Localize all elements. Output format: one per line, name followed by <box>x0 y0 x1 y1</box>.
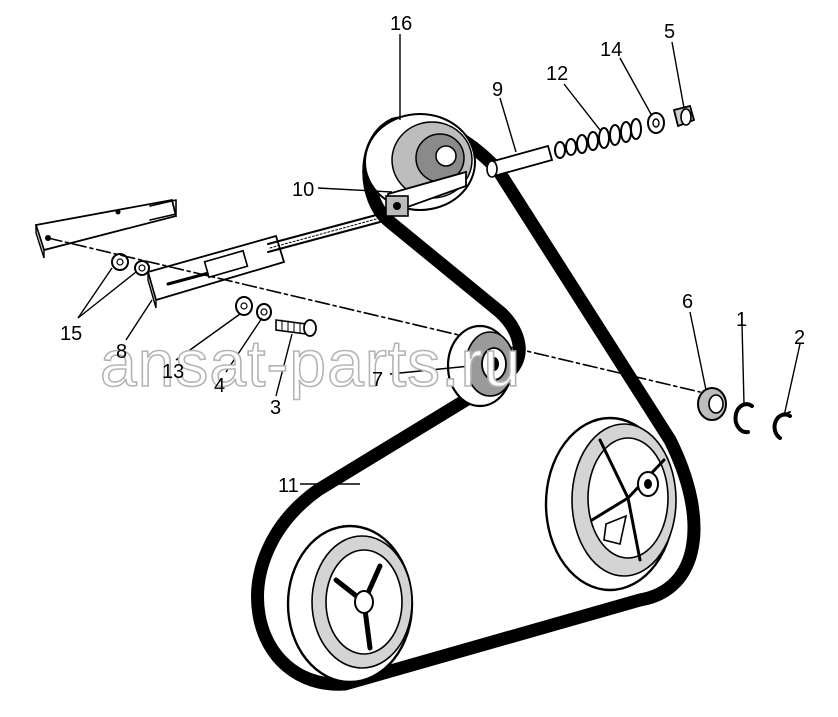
callout-2: 2 <box>794 327 805 349</box>
callout-13: 13 <box>162 361 184 383</box>
callout-10: 10 <box>292 179 314 201</box>
callout-4: 4 <box>214 375 225 397</box>
callout-9: 9 <box>492 79 503 101</box>
circlip-2 <box>772 411 792 440</box>
washer-13 <box>235 296 253 316</box>
callout-6: 6 <box>682 291 693 313</box>
adjuster-pin <box>486 144 554 178</box>
callout-7: 7 <box>372 369 383 391</box>
mounting-plate <box>34 198 178 259</box>
washers-15 <box>111 253 150 276</box>
callout-15: 15 <box>60 323 82 345</box>
idler-pulley <box>446 324 515 408</box>
watermark-text: ansat-parts.ru <box>100 326 521 400</box>
callout-labels: 16 5 14 12 9 10 6 1 2 15 8 13 4 3 7 11 <box>60 13 805 497</box>
adjuster-block <box>385 170 467 217</box>
bolt-3 <box>275 319 317 337</box>
alternator-pulley <box>286 524 414 684</box>
callout-12: 12 <box>546 63 568 85</box>
nut-5 <box>672 104 696 128</box>
bearing-6 <box>697 387 727 421</box>
assembly-axis-line <box>47 237 701 393</box>
tensioner-bracket <box>146 213 381 309</box>
callout-1: 1 <box>736 309 747 331</box>
spring-washer-stack <box>554 118 642 159</box>
callout-5: 5 <box>664 21 675 43</box>
washer-4 <box>256 303 272 321</box>
crankshaft-pulley <box>544 416 677 592</box>
callout-3: 3 <box>270 397 281 419</box>
leader-lines <box>77 34 801 485</box>
callout-11: 11 <box>278 475 299 497</box>
circlip-1 <box>733 402 754 435</box>
callout-14: 14 <box>600 39 622 61</box>
callout-8: 8 <box>116 341 127 363</box>
washer-14 <box>647 112 665 134</box>
callout-16: 16 <box>390 13 412 35</box>
